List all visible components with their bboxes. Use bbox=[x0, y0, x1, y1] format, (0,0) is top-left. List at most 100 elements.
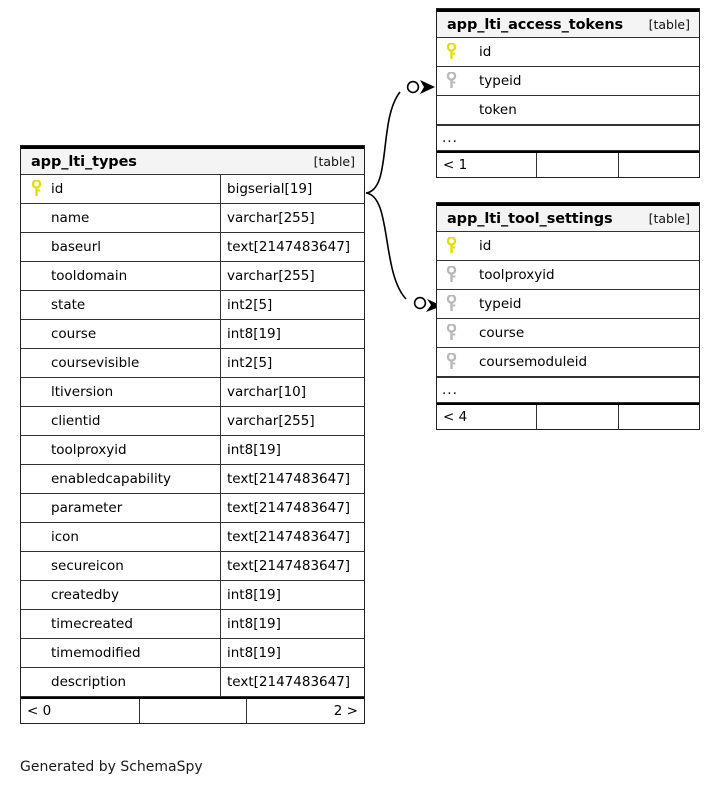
column-type: varchar[255] bbox=[220, 262, 364, 290]
generated-by-caption: Generated by SchemaSpy bbox=[20, 759, 203, 775]
table-row[interactable]: toolproxyid int8[19] bbox=[21, 436, 364, 465]
column-name: createdby bbox=[51, 587, 119, 603]
table-row[interactable]: timecreated int8[19] bbox=[21, 610, 364, 639]
table-row[interactable]: clientid varchar[255] bbox=[21, 407, 364, 436]
table-row[interactable]: id bbox=[437, 232, 699, 261]
table-row[interactable]: description text[2147483647] bbox=[21, 668, 364, 697]
relationship-endpoint-circle-tool-settings bbox=[413, 296, 427, 310]
column-type: int8[19] bbox=[220, 610, 364, 638]
footer-middle bbox=[536, 153, 618, 177]
column-name: description bbox=[51, 674, 127, 690]
primary-key-icon bbox=[437, 43, 479, 61]
column-name-cell: timemodified bbox=[21, 639, 220, 667]
table-row[interactable]: typeid bbox=[437, 290, 699, 319]
table-row[interactable]: tooldomain varchar[255] bbox=[21, 262, 364, 291]
table-header-app-lti-types: app_lti_types [table] bbox=[21, 146, 364, 175]
table-title: app_lti_tool_settings bbox=[447, 210, 613, 227]
table-row[interactable]: ltiversion varchar[10] bbox=[21, 378, 364, 407]
table-row[interactable]: timemodified int8[19] bbox=[21, 639, 364, 668]
footer-child-count bbox=[618, 405, 699, 429]
column-name: parameter bbox=[51, 500, 123, 516]
column-type: bigserial[19] bbox=[220, 175, 364, 203]
column-name: baseurl bbox=[51, 239, 102, 255]
table-row[interactable]: state int2[5] bbox=[21, 291, 364, 320]
relationship-endpoint-circle-access-tokens bbox=[406, 80, 420, 94]
column-type: int8[19] bbox=[220, 320, 364, 348]
table-body-app-lti-tool-settings: id toolproxyid bbox=[437, 232, 699, 429]
table-row[interactable]: secureicon text[2147483647] bbox=[21, 552, 364, 581]
column-name-cell: coursevisible bbox=[21, 349, 220, 377]
column-name: toolproxyid bbox=[51, 442, 127, 458]
column-type: text[2147483647] bbox=[220, 552, 364, 580]
table-row[interactable]: name varchar[255] bbox=[21, 204, 364, 233]
primary-key-icon bbox=[21, 180, 51, 198]
column-type: int8[19] bbox=[220, 581, 364, 609]
table-row[interactable]: parameter text[2147483647] bbox=[21, 494, 364, 523]
table-row[interactable]: id bbox=[437, 38, 699, 67]
column-name: coursemoduleid bbox=[479, 354, 588, 370]
column-name-cell: id bbox=[437, 232, 699, 260]
column-name: timecreated bbox=[51, 616, 133, 632]
table-tag: [table] bbox=[648, 17, 690, 32]
column-name-cell: state bbox=[21, 291, 220, 319]
column-name-cell: name bbox=[21, 204, 220, 232]
table-row[interactable]: toolproxyid bbox=[437, 261, 699, 290]
column-name: enabledcapability bbox=[51, 471, 171, 487]
column-name-cell: course bbox=[437, 319, 699, 347]
table-tag: [table] bbox=[313, 154, 355, 169]
table-header-app-lti-tool-settings: app_lti_tool_settings [table] bbox=[437, 203, 699, 232]
column-name-cell: clientid bbox=[21, 407, 220, 435]
column-name-cell: token bbox=[437, 96, 699, 124]
relationship-arrowhead-access-tokens bbox=[420, 80, 435, 94]
table-footer: < 1 bbox=[437, 151, 699, 177]
table-row[interactable]: course bbox=[437, 319, 699, 348]
table-app-lti-tool-settings[interactable]: app_lti_tool_settings [table] id bbox=[436, 202, 700, 430]
table-row[interactable]: coursevisible int2[5] bbox=[21, 349, 364, 378]
column-name-cell: enabledcapability bbox=[21, 465, 220, 493]
table-row[interactable]: baseurl text[2147483647] bbox=[21, 233, 364, 262]
table-row[interactable]: createdby int8[19] bbox=[21, 581, 364, 610]
table-row[interactable]: course int8[19] bbox=[21, 320, 364, 349]
foreign-key-icon bbox=[437, 295, 479, 313]
column-name-cell: toolproxyid bbox=[437, 261, 699, 289]
column-name-cell: baseurl bbox=[21, 233, 220, 261]
table-row[interactable]: typeid bbox=[437, 67, 699, 96]
table-tag: [table] bbox=[648, 211, 690, 226]
column-name: state bbox=[51, 297, 86, 313]
table-row[interactable]: token bbox=[437, 96, 699, 125]
column-name-cell: coursemoduleid bbox=[437, 348, 699, 376]
column-name-cell: course bbox=[21, 320, 220, 348]
column-name-cell: id bbox=[21, 175, 220, 203]
footer-middle bbox=[139, 699, 246, 723]
foreign-key-icon bbox=[437, 266, 479, 284]
foreign-key-icon bbox=[437, 324, 479, 342]
column-name: toolproxyid bbox=[479, 267, 555, 283]
column-type: int8[19] bbox=[220, 436, 364, 464]
table-row[interactable]: enabledcapability text[2147483647] bbox=[21, 465, 364, 494]
table-body-app-lti-access-tokens: id typeid bbox=[437, 38, 699, 177]
table-row[interactable]: coursemoduleid bbox=[437, 348, 699, 377]
table-row[interactable]: icon text[2147483647] bbox=[21, 523, 364, 552]
footer-child-count bbox=[618, 153, 699, 177]
more-columns-indicator: ... bbox=[437, 377, 699, 403]
column-type: int2[5] bbox=[220, 349, 364, 377]
column-name-cell: toolproxyid bbox=[21, 436, 220, 464]
foreign-key-icon bbox=[437, 353, 479, 371]
column-type: text[2147483647] bbox=[220, 494, 364, 522]
column-name-cell: parameter bbox=[21, 494, 220, 522]
column-name-cell: typeid bbox=[437, 290, 699, 318]
column-name: ltiversion bbox=[51, 384, 114, 400]
relationship-line-access-tokens bbox=[365, 91, 401, 194]
table-title: app_lti_types bbox=[31, 153, 137, 170]
primary-key-icon bbox=[437, 237, 479, 255]
column-type: varchar[255] bbox=[220, 204, 364, 232]
column-name-cell: description bbox=[21, 668, 220, 696]
column-name: typeid bbox=[479, 296, 522, 312]
column-name: clientid bbox=[51, 413, 101, 429]
column-name-cell: createdby bbox=[21, 581, 220, 609]
table-row[interactable]: id bigserial[19] bbox=[21, 175, 364, 204]
table-app-lti-access-tokens[interactable]: app_lti_access_tokens [table] id bbox=[436, 8, 700, 178]
column-type: text[2147483647] bbox=[220, 465, 364, 493]
table-app-lti-types[interactable]: app_lti_types [table] id bigserial[19] bbox=[20, 145, 365, 724]
column-name: name bbox=[51, 210, 90, 226]
